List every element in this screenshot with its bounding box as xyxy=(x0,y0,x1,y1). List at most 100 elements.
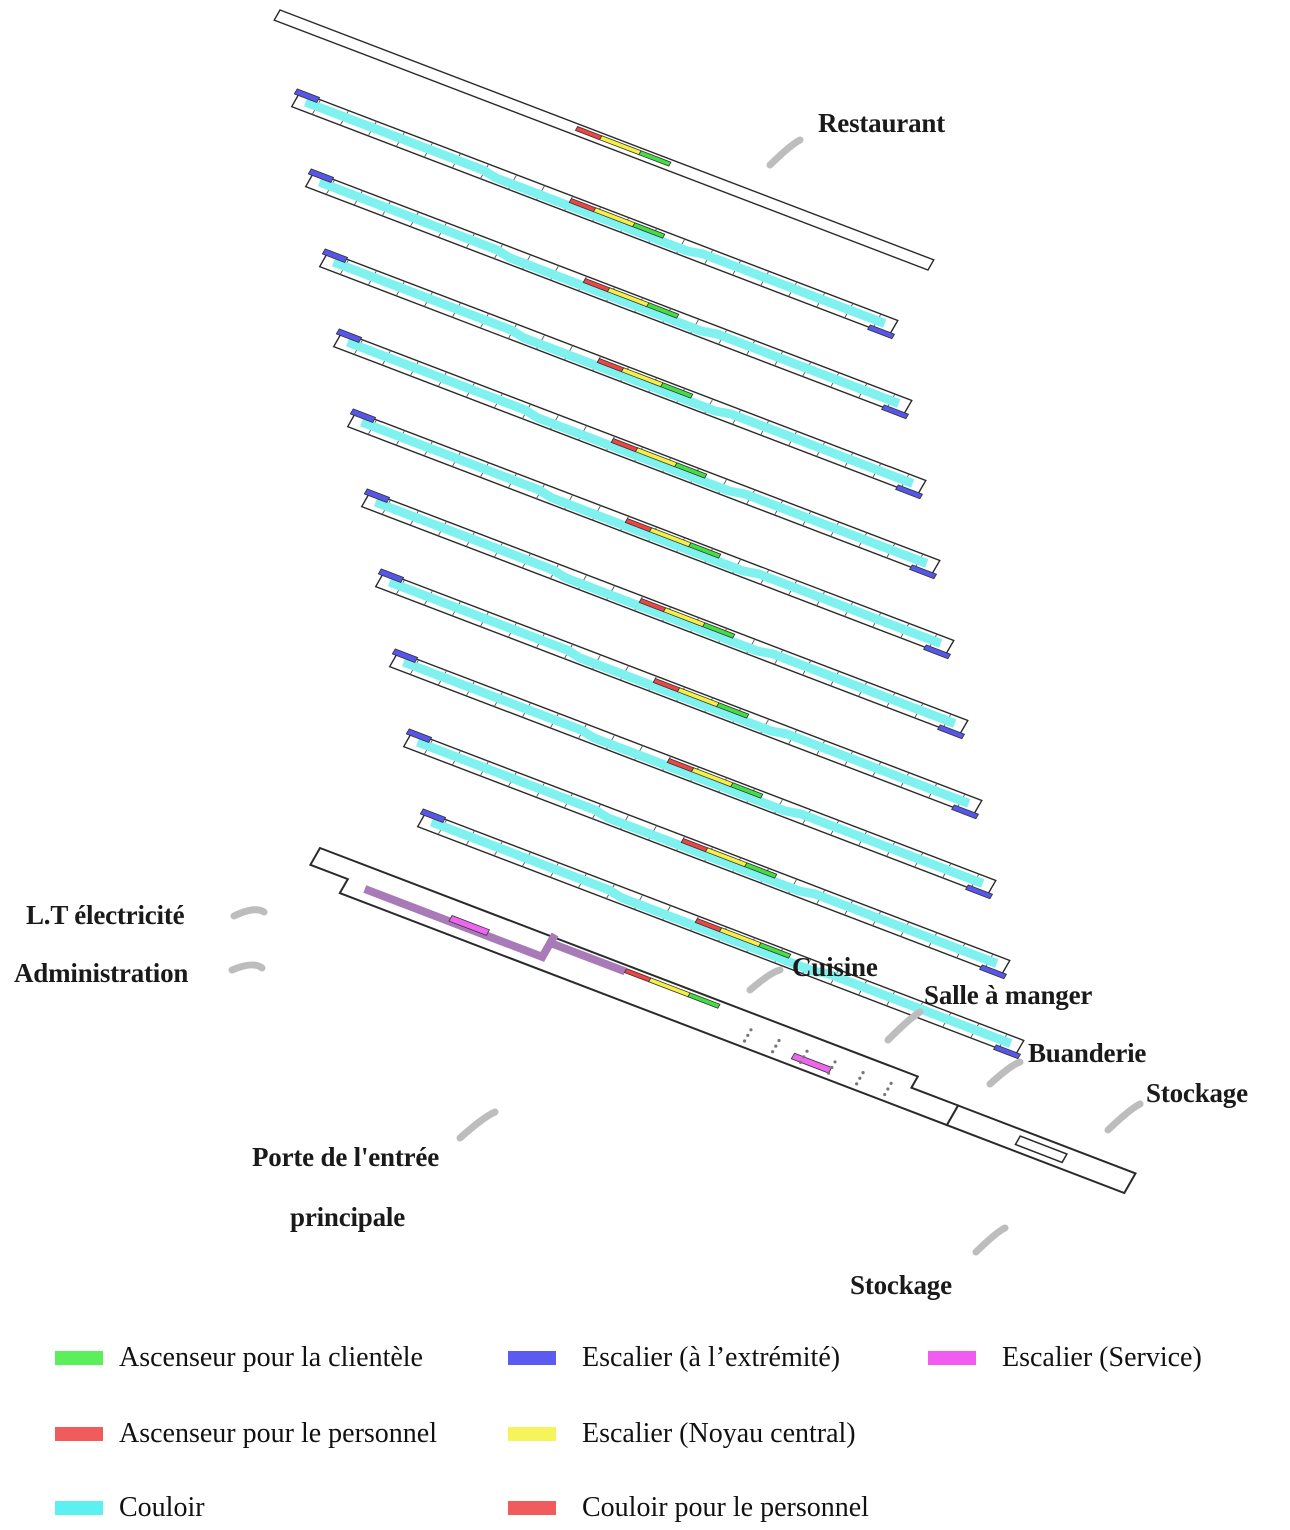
legend-swatch xyxy=(55,1501,103,1515)
legend-item-corridor: Couloir xyxy=(55,1488,205,1528)
curved-arrow xyxy=(456,1108,499,1142)
legend-item-end-stair: Escalier (à l’extrémité) xyxy=(508,1338,840,1378)
label-administration: Administration xyxy=(14,958,189,988)
column-dot xyxy=(805,1049,809,1053)
curved-arrow xyxy=(1104,1100,1144,1134)
column-dot xyxy=(771,1050,775,1054)
end-stair xyxy=(335,328,363,343)
curved-arrow xyxy=(230,906,268,920)
corridor xyxy=(303,97,887,328)
end-stair xyxy=(293,88,321,103)
column-dot xyxy=(749,1028,753,1032)
annex-outline xyxy=(945,1104,1137,1195)
end-stair xyxy=(419,808,447,823)
label-restaurant: Restaurant xyxy=(818,108,945,138)
corridor xyxy=(429,817,1013,1048)
service-stair xyxy=(448,915,491,936)
curved-arrow xyxy=(228,961,266,974)
ground-floor-plan xyxy=(308,846,1137,1195)
floor-level xyxy=(416,808,1025,1060)
floor-level xyxy=(374,568,983,820)
legend-swatch xyxy=(928,1351,976,1365)
legend-swatch xyxy=(508,1501,556,1515)
column-dot xyxy=(802,1055,806,1059)
column-dot xyxy=(827,1071,831,1075)
legend-swatch xyxy=(55,1351,103,1365)
label-porte-entree-line2: principale xyxy=(290,1202,406,1232)
guest-elevator xyxy=(632,222,666,239)
legend-label: Escalier (Service) xyxy=(1002,1342,1202,1373)
corridor xyxy=(415,737,999,968)
end-stair xyxy=(923,644,952,660)
end-stair xyxy=(867,324,896,340)
column-dot xyxy=(777,1038,781,1043)
guest-elevator xyxy=(687,992,721,1009)
end-stair xyxy=(349,408,377,423)
end-stair xyxy=(965,884,994,900)
guest-elevator xyxy=(638,150,672,167)
label-salle-a-manger: Salle à manger xyxy=(924,980,1093,1010)
label-buanderie: Buanderie xyxy=(1028,1038,1147,1068)
legend-swatch xyxy=(508,1351,556,1365)
corridor xyxy=(345,337,929,568)
column-dot xyxy=(799,1060,803,1065)
corridor xyxy=(387,577,971,808)
floor-level xyxy=(346,408,955,660)
legend-swatch xyxy=(55,1427,103,1441)
legend-item-central-stair: Escalier (Noyau central) xyxy=(508,1414,856,1454)
column-dot xyxy=(883,1092,887,1097)
column-dot xyxy=(746,1033,750,1037)
floor-level xyxy=(290,88,899,340)
floor-level xyxy=(360,488,969,740)
floor-level xyxy=(402,728,1011,980)
label-lt-electricite: L.T électricité xyxy=(26,900,185,930)
floor-plan-drawing xyxy=(228,9,1144,1256)
upper-floors-group xyxy=(290,88,1025,1060)
curved-arrow xyxy=(746,966,784,994)
label-porte-entree-line1: Porte de l'entrée xyxy=(252,1142,439,1172)
guest-elevator xyxy=(688,542,722,559)
column-dot xyxy=(889,1081,893,1085)
end-stair xyxy=(951,804,980,820)
legend-item-service-stair: Escalier (Service) xyxy=(928,1338,1202,1378)
corridor xyxy=(373,497,957,728)
label-stockage-bottom: Stockage xyxy=(850,1270,952,1300)
end-stair xyxy=(307,168,335,183)
column-dot xyxy=(861,1071,865,1075)
legend-label: Couloir pour le personnel xyxy=(582,1492,869,1523)
staff-corridor xyxy=(546,932,559,945)
column-dot xyxy=(858,1076,862,1080)
column-dot xyxy=(833,1060,837,1064)
legend-label: Ascenseur pour le personnel xyxy=(119,1418,438,1449)
label-stockage-right: Stockage xyxy=(1146,1078,1248,1108)
column-dot xyxy=(774,1044,778,1048)
column-dot xyxy=(855,1082,859,1086)
end-stair xyxy=(377,568,405,583)
guest-elevator xyxy=(716,702,750,719)
curved-arrow xyxy=(884,1008,924,1044)
storage-room xyxy=(1014,1135,1068,1164)
corridor xyxy=(331,257,915,488)
corridor xyxy=(359,417,943,648)
legend-label: Escalier (Noyau central) xyxy=(582,1418,856,1449)
legend-item-guest-elevator: Ascenseur pour la clientèle xyxy=(55,1338,423,1378)
end-stair xyxy=(391,648,419,663)
end-stair xyxy=(909,564,938,580)
end-stair xyxy=(405,728,433,743)
curved-arrow xyxy=(986,1058,1024,1088)
corridor xyxy=(401,657,985,888)
curved-arrow xyxy=(972,1224,1009,1256)
guest-elevator xyxy=(646,302,680,319)
label-cuisine: Cuisine xyxy=(792,952,878,982)
curved-arrow xyxy=(766,136,804,169)
corridor xyxy=(317,177,901,408)
end-stair xyxy=(363,488,391,503)
legend-label: Ascenseur pour la clientèle xyxy=(119,1342,423,1373)
guest-elevator xyxy=(758,942,792,959)
legend-swatch xyxy=(508,1427,556,1441)
floor-level xyxy=(388,648,997,900)
legend-item-staff-elevator: Ascenseur pour le personnel xyxy=(55,1414,437,1454)
label-arrows xyxy=(228,136,1144,1256)
end-stair xyxy=(895,484,924,500)
